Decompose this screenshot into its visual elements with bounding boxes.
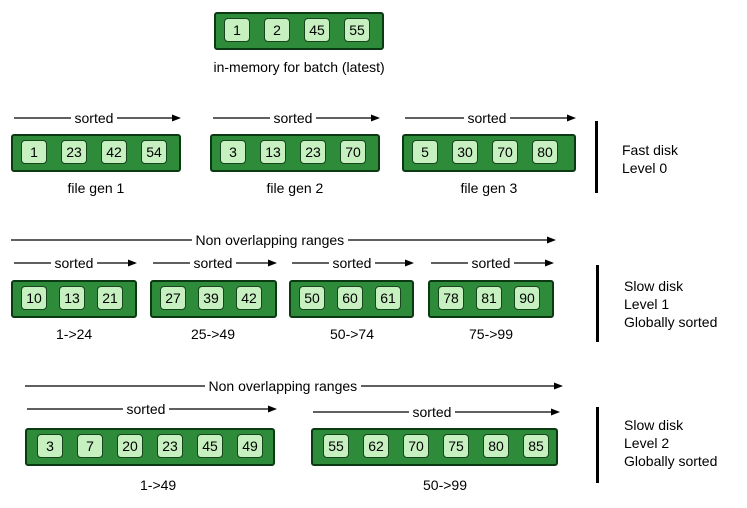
level2-file-box-1-cell: 45 — [197, 434, 223, 458]
level2-sorted-label: sorted — [408, 403, 456, 421]
level2-file-caption: 1->49 — [140, 477, 177, 493]
level2-file-box-1 — [25, 428, 275, 466]
level1-side-label-line: Globally sorted — [624, 314, 718, 330]
level1-sorted-arrow-4-arrowhead — [545, 259, 554, 267]
memory-batch-box-cell: 55 — [344, 18, 370, 42]
level0-file-box-2-cell: 13 — [260, 140, 286, 164]
level2-file-box-2-cell: 85 — [523, 434, 549, 458]
level0-side-label-line: Level 0 — [622, 160, 668, 176]
level0-file-box-3-cell: 5 — [412, 140, 438, 164]
level2-range-arrow-arrowhead — [554, 382, 563, 390]
level1-range-arrow-arrowhead — [547, 236, 556, 244]
level0-divider — [595, 121, 598, 193]
level0-sorted-arrow-1-arrowhead — [172, 114, 181, 122]
level0-file-box-2-cell: 70 — [340, 140, 366, 164]
level0-file-box-1-cell: 42 — [101, 140, 127, 164]
level2-side-label-line: Globally sorted — [624, 453, 718, 469]
level0-file-caption: file gen 1 — [67, 180, 125, 196]
level1-file-caption: 50->74 — [330, 326, 374, 342]
level2-file-box-1-cell: 3 — [37, 434, 63, 458]
level0-sorted-label: sorted — [70, 109, 118, 127]
level1-side-label-line: Level 1 — [624, 296, 670, 312]
level1-side-label-line: Slow disk — [624, 278, 684, 294]
level2-sorted-arrow-1-arrowhead — [268, 405, 277, 413]
level0-file-box-3-cell: 70 — [492, 140, 518, 164]
level0-file-box-2-cell: 23 — [300, 140, 326, 164]
level0-file-caption: file gen 2 — [266, 180, 324, 196]
level1-file-box-2-cell: 42 — [236, 286, 262, 310]
level1-file-box-2-cell: 39 — [198, 286, 224, 310]
level2-file-box-1-cell: 20 — [117, 434, 143, 458]
level2-sorted-arrow-2-arrowhead — [551, 408, 560, 416]
level1-file-box-1-cell: 21 — [97, 286, 123, 310]
level0-sorted-label: sorted — [463, 109, 511, 127]
level2-file-box-2-cell: 70 — [403, 434, 429, 458]
level1-file-box-3-cell: 50 — [299, 286, 325, 310]
level1-file-box-1-cell: 13 — [59, 286, 85, 310]
level2-file-box-2-cell: 55 — [323, 434, 349, 458]
level0-file-box-3-cell: 80 — [532, 140, 558, 164]
level2-divider — [596, 407, 599, 483]
level1-sorted-label: sorted — [50, 254, 98, 272]
level1-file-box-2-cell: 27 — [160, 286, 186, 310]
level1-file-caption: 1->24 — [56, 326, 93, 342]
level1-divider — [596, 265, 599, 342]
level2-file-box-2 — [311, 428, 558, 466]
level1-range-label: Non overlapping ranges — [191, 231, 349, 249]
level2-side-label-line: Slow disk — [624, 417, 684, 433]
level0-file-box-1-cell: 54 — [141, 140, 167, 164]
level1-file-box-3-cell: 61 — [375, 286, 401, 310]
level0-file-caption: file gen 3 — [460, 180, 518, 196]
memory-batch-box-cell: 45 — [304, 18, 330, 42]
level2-file-box-2-cell: 80 — [483, 434, 509, 458]
level2-file-box-1-cell: 49 — [237, 434, 263, 458]
level0-side-label-line: Fast disk — [622, 142, 679, 158]
level0-file-box-2-cell: 3 — [220, 140, 246, 164]
level1-sorted-arrow-1-arrowhead — [128, 259, 137, 267]
level2-range-label: Non overlapping ranges — [204, 377, 362, 395]
level0-file-box-1-cell: 23 — [61, 140, 87, 164]
level2-file-box-2-cell: 75 — [443, 434, 469, 458]
level1-file-caption: 25->49 — [191, 326, 235, 342]
level1-sorted-label: sorted — [189, 254, 237, 272]
memory-batch-box-cell: 1 — [224, 18, 250, 42]
level1-sorted-arrow-3-arrowhead — [405, 259, 414, 267]
level1-sorted-label: sorted — [328, 254, 376, 272]
level0-sorted-arrow-3-arrowhead — [567, 114, 576, 122]
level2-file-caption: 50->99 — [423, 477, 467, 493]
memory-caption: in-memory for batch (latest) — [213, 59, 385, 75]
level2-file-box-1-cell: 7 — [77, 434, 103, 458]
level1-file-box-3-cell: 60 — [337, 286, 363, 310]
level0-file-box-3-cell: 30 — [452, 140, 478, 164]
level1-file-box-4-cell: 78 — [438, 286, 464, 310]
level1-file-box-4-cell: 90 — [514, 286, 540, 310]
level2-side-label-line: Level 2 — [624, 435, 670, 451]
level0-file-box-1-cell: 1 — [21, 140, 47, 164]
memory-batch-box-cell: 2 — [264, 18, 290, 42]
level2-file-box-1-cell: 23 — [157, 434, 183, 458]
level2-file-box-2-cell: 62 — [363, 434, 389, 458]
level2-sorted-label: sorted — [122, 400, 170, 418]
level1-file-box-1-cell: 10 — [21, 286, 47, 310]
level1-sorted-label: sorted — [467, 254, 515, 272]
level0-sorted-arrow-2-arrowhead — [371, 114, 380, 122]
level1-file-box-4-cell: 81 — [476, 286, 502, 310]
level1-sorted-arrow-2-arrowhead — [268, 259, 277, 267]
level1-file-caption: 75->99 — [469, 326, 513, 342]
level0-sorted-label: sorted — [269, 109, 317, 127]
